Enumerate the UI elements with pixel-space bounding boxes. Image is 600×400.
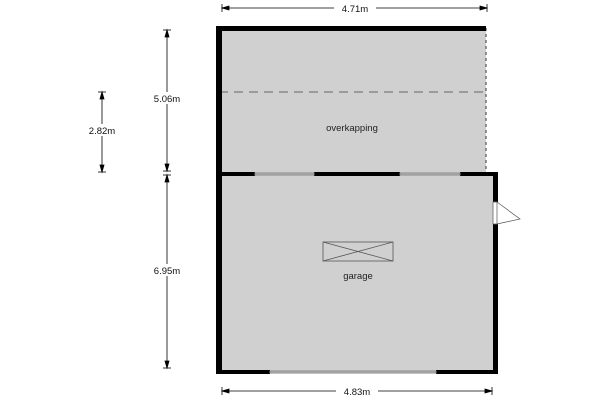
dimension-covered-label: 5.06m [154, 94, 180, 105]
dimension-bottom-label: 4.83m [344, 387, 370, 398]
room-label-garage: garage [343, 271, 373, 282]
dimension-top-label: 4.71m [342, 4, 368, 15]
skylight-symbol [322, 241, 394, 262]
garage-floor [219, 174, 496, 372]
dimension-garage-label: 6.95m [154, 266, 180, 277]
side-door[interactable] [492, 201, 521, 225]
dimension-partial-label: 2.82m [89, 126, 115, 137]
walls [216, 26, 498, 374]
windows [254, 172, 461, 374]
room-label-overkapping: overkapping [326, 123, 378, 134]
covered-area-floor [219, 28, 486, 174]
